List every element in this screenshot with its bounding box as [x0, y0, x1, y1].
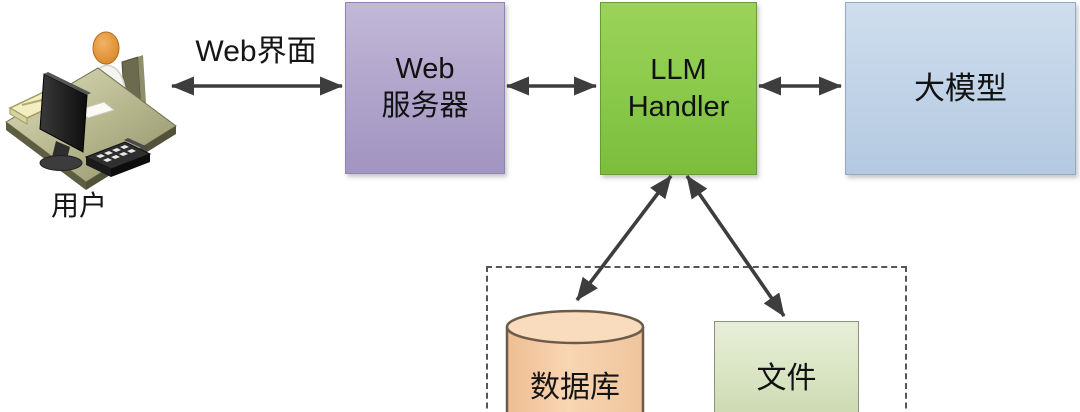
llm-handler-label-line2: Handler	[627, 90, 730, 123]
web-interface-label: Web界面	[195, 35, 317, 68]
file-label: 文件	[756, 362, 817, 395]
user-at-desk-icon	[0, 10, 180, 190]
database-cylinder-icon	[504, 309, 646, 412]
llm-handler-label-line1: LLM	[650, 53, 707, 86]
node-file: 文件	[714, 321, 859, 412]
node-large-model: 大模型	[845, 2, 1076, 175]
large-model-label: 大模型	[914, 71, 1007, 106]
web-server-label-line2: 服务器	[381, 90, 469, 122]
user-label: 用户	[50, 190, 107, 221]
node-llm-handler: LLM Handler	[600, 2, 757, 175]
database-label: 数据库	[530, 371, 620, 404]
node-web-server: Web 服务器	[345, 2, 505, 174]
web-server-label-line1: Web	[395, 53, 455, 85]
